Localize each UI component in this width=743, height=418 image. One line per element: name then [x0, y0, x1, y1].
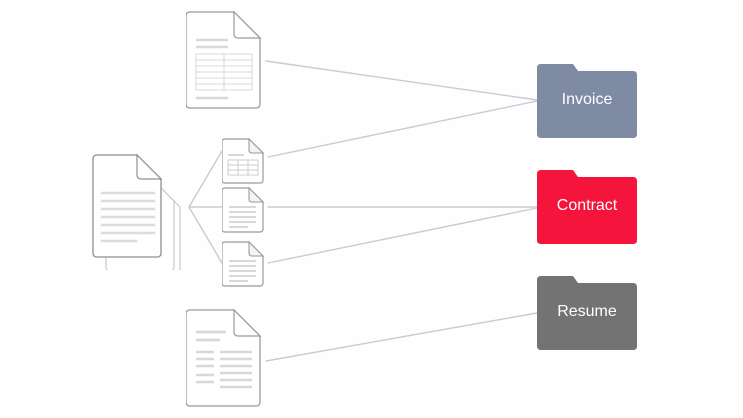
fold-corner: [248, 240, 265, 257]
folder-invoice[interactable]: Invoice: [537, 64, 637, 140]
resume-large-document[interactable]: [185, 308, 268, 408]
contract-small-document-b[interactable]: [221, 240, 268, 288]
connector-invoice-small: [267, 100, 538, 158]
connector-resume: [265, 312, 538, 362]
invoice-small-document[interactable]: [221, 137, 268, 185]
document-text-icon: [221, 187, 264, 233]
connector-invoice-large: [265, 60, 538, 101]
text-lines: [229, 206, 256, 228]
table-grid: [195, 53, 253, 91]
stack-text-lines: [100, 191, 156, 243]
folder-icon: [537, 170, 637, 244]
header-lines: [196, 38, 228, 49]
resume-content-column: [220, 350, 252, 389]
fold-corner: [233, 10, 262, 39]
resume-label-column: [196, 350, 214, 384]
document-text-icon: [221, 241, 264, 287]
folder-resume[interactable]: Resume: [537, 276, 637, 352]
table-grid: [227, 159, 259, 176]
stack-fold-corner: [136, 153, 163, 180]
text-lines: [229, 260, 256, 282]
connector-contract-b: [267, 207, 538, 264]
contract-small-document-a[interactable]: [221, 186, 268, 234]
folder-icon: [537, 64, 637, 138]
folder-icon: [537, 276, 637, 350]
fold-corner: [248, 186, 265, 203]
resume-header-lines: [196, 330, 226, 342]
fold-corner: [248, 137, 265, 154]
fold-corner: [233, 308, 262, 337]
source-document-stack[interactable]: [88, 145, 188, 278]
folder-contract[interactable]: Contract: [537, 170, 637, 246]
stack-sheet-front: [92, 154, 162, 258]
invoice-large-document[interactable]: [185, 10, 268, 110]
